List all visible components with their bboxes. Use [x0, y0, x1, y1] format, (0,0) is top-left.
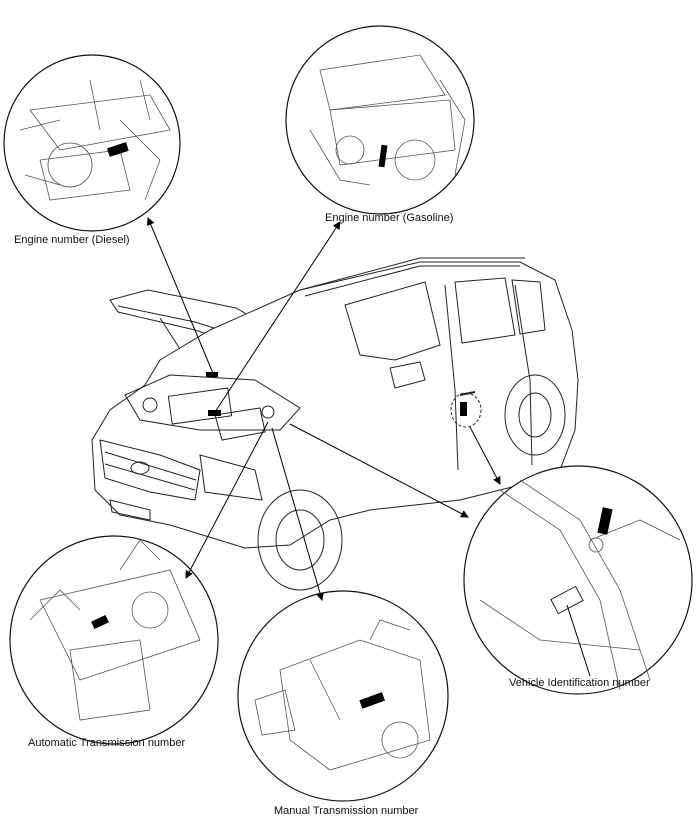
diesel-engine-number-marker	[106, 142, 129, 157]
hyundai-emblem	[131, 462, 149, 474]
gasoline-arrow	[215, 221, 341, 412]
label-engine-diesel: Engine number (Diesel)	[14, 234, 130, 246]
car-marker-engine	[208, 410, 221, 416]
gasoline-engine-detail	[286, 26, 474, 214]
front-grille	[100, 440, 200, 500]
rear-window	[455, 278, 515, 343]
vin-location-ring	[451, 393, 481, 427]
vin-location-marker	[460, 402, 467, 416]
automatic-transmission-number-marker	[91, 614, 109, 630]
front-window	[345, 282, 440, 360]
vin-plate	[551, 586, 583, 613]
gasoline-engine-number-marker	[378, 144, 388, 168]
leader-arrows	[147, 217, 590, 676]
car-body	[92, 262, 578, 548]
diesel-arrow	[147, 217, 215, 378]
label-manual-transmission: Manual Transmission number	[274, 805, 419, 817]
label-vehicle-identification: Vehicle Identification number	[509, 677, 650, 689]
automatic-arrow	[185, 422, 268, 579]
front-wheel	[258, 490, 342, 590]
automatic-transmission-detail	[10, 536, 218, 744]
diesel-engine-detail	[4, 55, 180, 231]
car-marker-hood	[206, 372, 218, 377]
label-engine-gasoline: Engine number (Gasoline)	[325, 212, 454, 224]
headlight	[200, 455, 262, 500]
side-mirror	[390, 362, 425, 388]
manual-arrow	[272, 428, 324, 601]
rear-wheel	[505, 375, 565, 455]
manual-transmission-number-marker	[359, 692, 385, 709]
vin-arrow-door	[470, 427, 501, 485]
car-illustration	[92, 258, 578, 590]
engine-bay	[125, 375, 300, 430]
manual-transmission-detail	[238, 591, 448, 801]
vin-detail-marker	[597, 507, 613, 535]
vin-arrow-side	[290, 424, 469, 518]
vin-detail	[464, 466, 692, 694]
vin-label-leader	[567, 605, 590, 676]
label-automatic-transmission: Automatic Transmission number	[28, 737, 186, 749]
